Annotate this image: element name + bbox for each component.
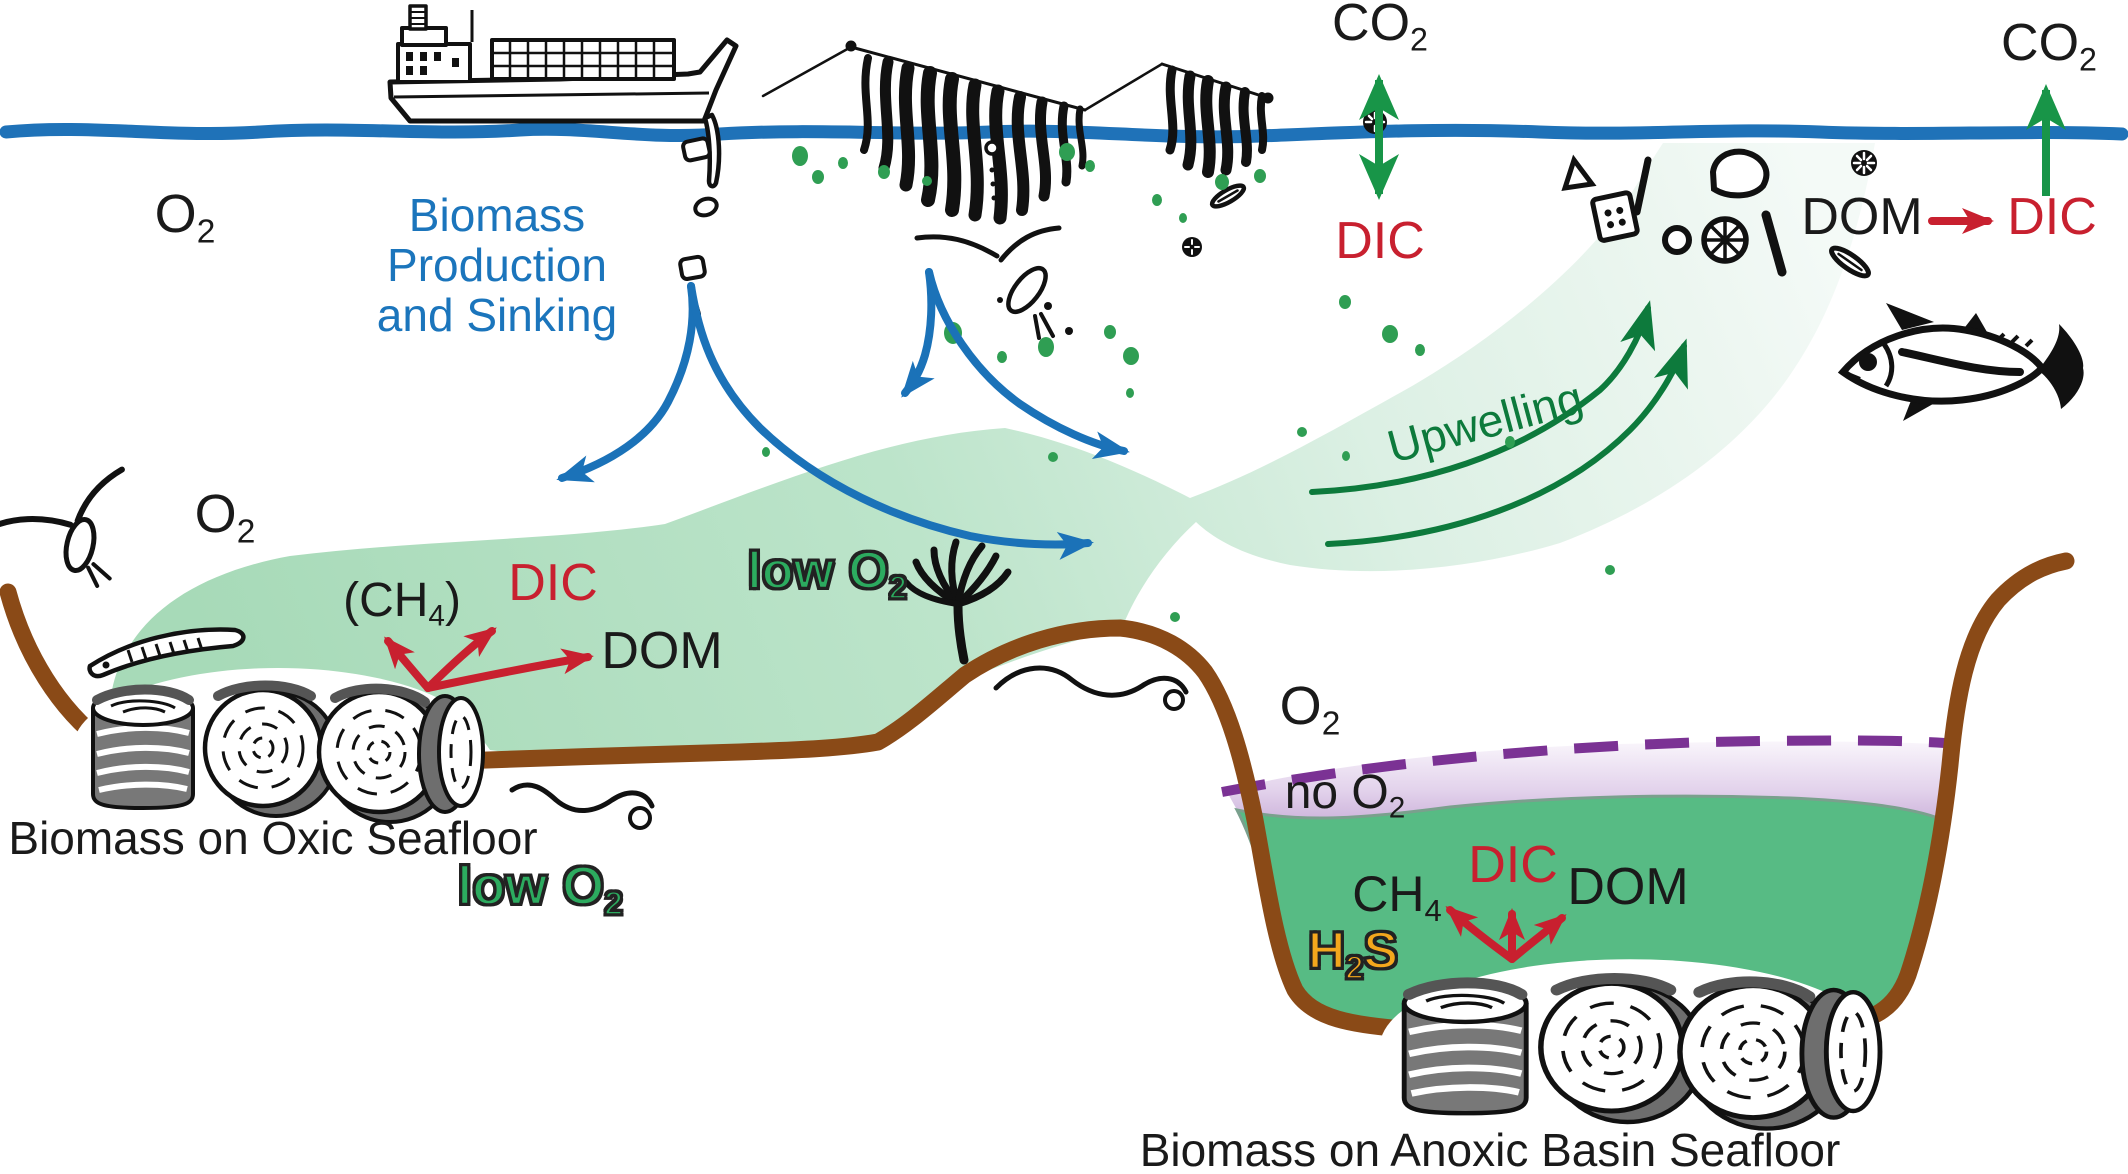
label-sub: 2 [603,885,624,923]
tuna-fish-icon [1837,303,2084,421]
sea-anemone-icon [903,538,1012,665]
basin-suboxic-purple-layer [1226,741,1952,819]
label-sub: 2 [196,213,216,251]
kelp-longline-icon [761,40,1274,225]
label-text: CH [1352,866,1425,922]
label-dic-exchange: DIC [1335,214,1425,269]
label-text: low O [456,856,606,916]
worm-icon-left [509,782,655,830]
label-text: DOM [1567,858,1689,916]
debris-wheel-icon [1701,216,1749,264]
copepod-icon [0,466,125,588]
label-text: DIC [1468,836,1558,894]
debris-urchin-icon [1182,237,1202,257]
label-text: (CH [343,574,429,627]
debris-diatom-icon [1829,245,1871,279]
label-no-o2: no O2 [1284,766,1406,823]
debris-circle-icon [1662,225,1692,255]
label-line: Biomass [408,189,586,241]
label-low-o2-mid: low O2 [746,542,908,604]
label-co2-outgassing: CO2 [2001,14,2097,76]
debris-stick-icon [1633,156,1652,216]
label-sub: 2 [1321,705,1341,743]
label-text: DIC [1335,212,1425,270]
debris-scroll-icon [1590,190,1640,243]
label-sub: 2 [1410,21,1428,58]
caption-text: Biomass on Oxic Seafloor [8,812,538,864]
label-text: DIC [2007,188,2097,246]
label-sub: 2 [236,513,256,551]
sea-surface-line [0,122,2128,144]
label-dic-basin: DIC [1468,838,1558,893]
label-ch4-basin: CH4 [1352,866,1441,926]
label-line: Production [387,239,607,291]
organic-particle-dots [762,143,1615,622]
label-o2-surface: O2 [154,184,216,249]
upwelling-arrows [1309,300,1688,547]
caption-text: Biomass on Anoxic Basin Seafloor [1139,1124,1841,1174]
biomass-bales-oxic [73,668,485,828]
caption-biomass-oxic: Biomass on Oxic Seafloor [8,814,537,862]
debris-stick-icon [1761,210,1787,277]
label-o2-deep-left: O2 [194,484,256,549]
label-dom-basin: DOM [1567,860,1688,915]
label-text: DOM [601,622,723,680]
label-text: DIC [508,554,598,612]
label-text: ) [444,574,461,627]
label-sub: 2 [1388,791,1406,825]
debris-diatom-icon [1209,183,1247,209]
biomass-bales-anoxic [1379,959,1883,1136]
label-o2-basin: O2 [1279,676,1341,741]
label-text: O [154,184,197,244]
debris-urchin-icon [1851,150,1877,176]
squid-larva-icon [914,225,1062,340]
water-mass-upwelling-band [112,143,1875,756]
label-text: CO [1332,0,1411,52]
eelpout-fish-icon [87,627,246,679]
label-text: H [1307,922,1347,980]
worm-icon-right [993,665,1189,711]
label-text: low O [746,542,890,600]
label-sub: 2 [2079,41,2097,78]
plankton-debris-icons [1182,110,1877,279]
label-dic-oxic: DIC [508,556,598,611]
remineralization-arrows [384,208,1994,963]
label-dic-remineralized: DIC [2007,190,2097,245]
sinking-arrows [556,268,1130,560]
label-sub: 4 [428,599,445,633]
debris-triangle-icon [1561,154,1597,192]
label-dom-oxic: DOM [601,624,722,679]
label-h2s: H2S [1307,922,1400,984]
label-ch4-oxic: (CH4) [343,574,461,631]
label-co2-exchange: CO2 [1332,0,1428,55]
label-dom-remineralized: DOM [1801,190,1922,245]
label-text: O [1279,676,1322,736]
label-text: CO [2001,14,2080,72]
label-sub: 4 [1424,892,1442,928]
label-text: S [1362,922,1399,980]
label-text: no O [1284,766,1389,819]
label-text: DOM [1801,188,1923,246]
caption-biomass-anoxic: Biomass on Anoxic Basin Seafloor [1140,1126,1841,1174]
label-sub: 2 [888,569,908,606]
label-biomass-production: Biomass Production and Sinking [377,190,617,340]
label-line: and Sinking [376,289,618,341]
label-sub: 2 [1344,949,1364,986]
label-text: O [194,484,237,544]
sinking-ship-debris [678,196,719,317]
label-low-o2-left: low O2 [456,856,624,922]
debris-shell-icon [1709,148,1770,199]
detritus-specks [997,297,1073,335]
chemocline-dashed-line [1221,735,1959,797]
cargo-ship-icon [387,4,739,189]
